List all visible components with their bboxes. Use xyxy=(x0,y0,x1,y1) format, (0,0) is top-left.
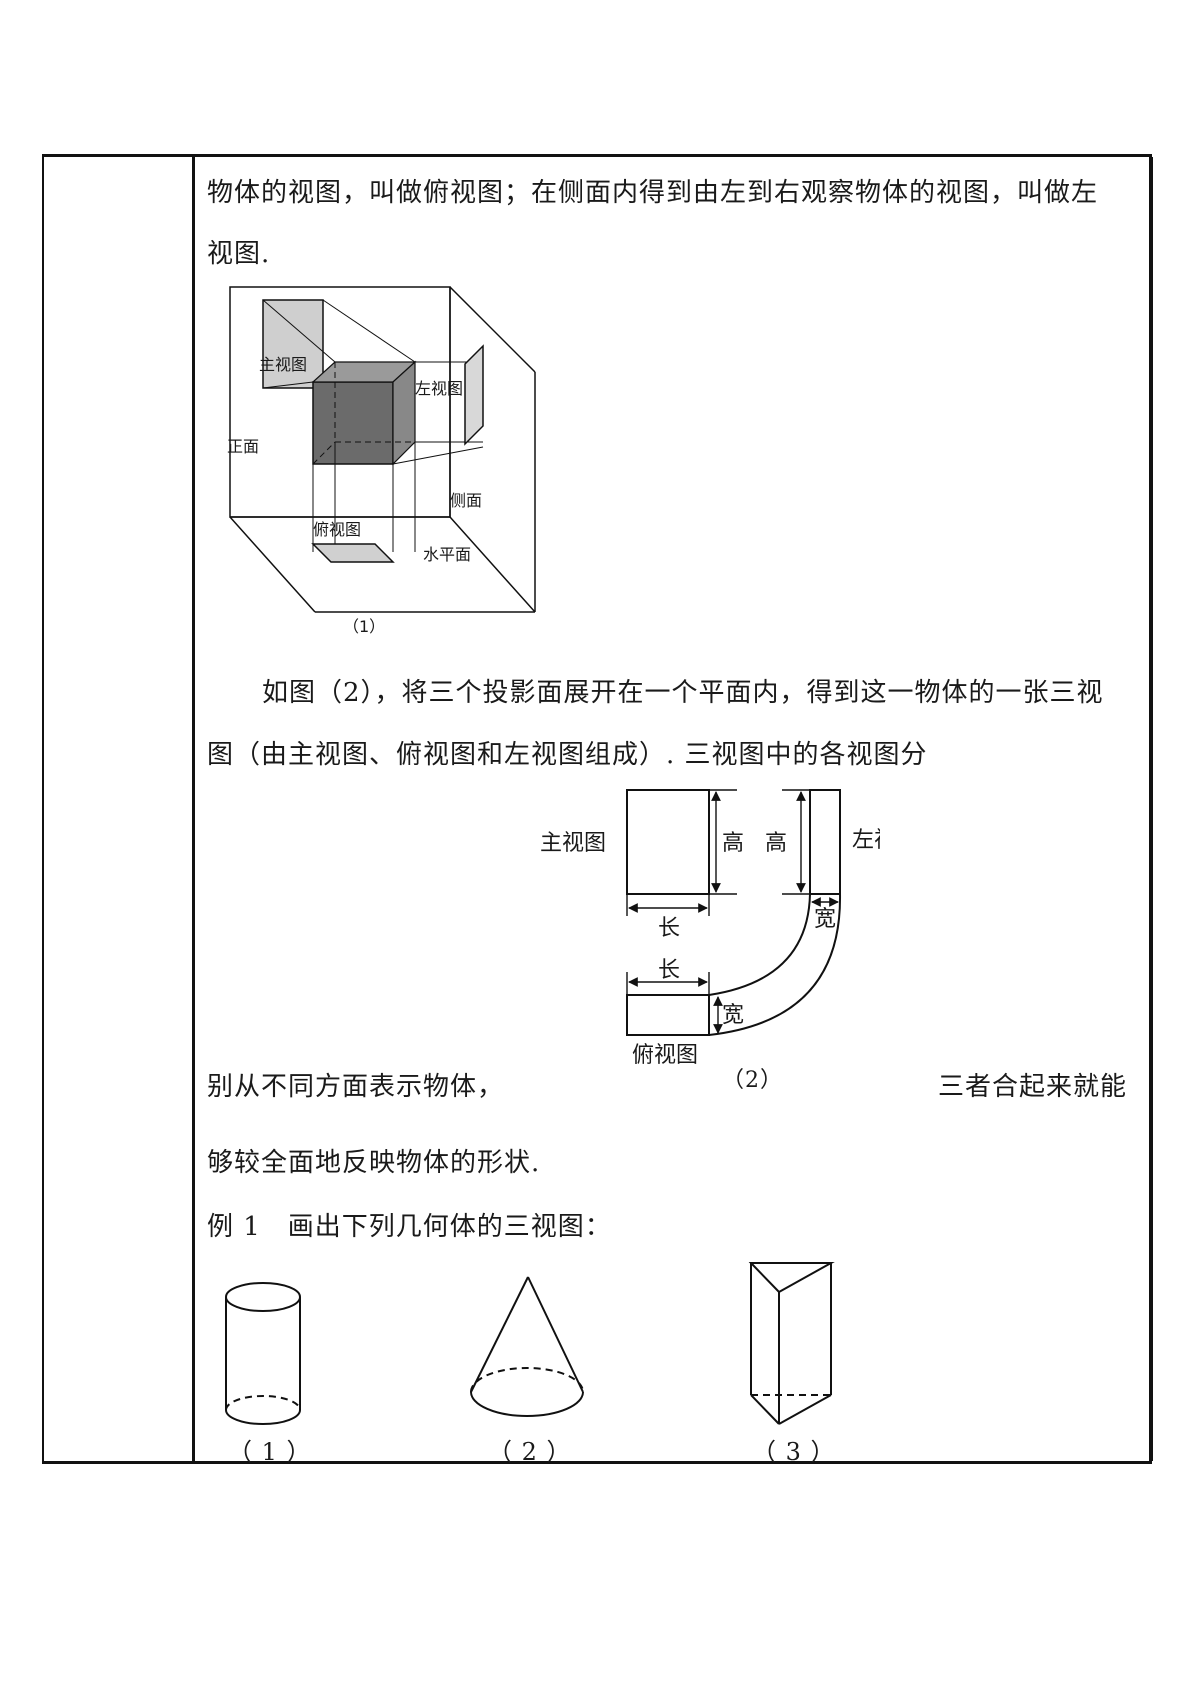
fig2-height-left-label: 高 xyxy=(765,831,787,856)
cylinder-figure xyxy=(225,1282,301,1425)
triangular-prism-figure xyxy=(748,1262,835,1425)
fig2-height-front-label: 高 xyxy=(722,831,744,856)
fig1-horizontal-plane-label: 水平面 xyxy=(423,545,471,564)
fig2-left-view-label: 左视图 xyxy=(852,828,880,853)
solid-caption-3: （ 3 ） xyxy=(752,1438,836,1466)
table-frame xyxy=(42,154,1153,1464)
example-title: 例 1 画出下列几何体的三视图： xyxy=(207,1212,612,1242)
cone-figure xyxy=(470,1276,584,1417)
fig1-left-view-label: 左视图 xyxy=(415,379,463,398)
fig1-side-plane-label: 侧面 xyxy=(450,491,482,510)
fig2-length-top-label: 长 xyxy=(658,958,680,983)
solid-caption-1: （ 1 ） xyxy=(228,1438,312,1466)
para1-line2: 视图. xyxy=(207,239,271,269)
fig1-caption: （1） xyxy=(343,617,385,636)
fig2-width-left-label: 宽 xyxy=(814,907,836,932)
para3-left: 别从不同方面表示物体， xyxy=(207,1072,505,1102)
solid-caption-2: （ 2 ） xyxy=(488,1438,572,1466)
fig2-caption: （2） xyxy=(722,1068,783,1093)
fig1-front-view-label: 主视图 xyxy=(259,355,307,374)
para2-line2: 图（由主视图、俯视图和左视图组成）. 三视图中的各视图分 xyxy=(207,740,928,770)
fig1-top-view-label: 俯视图 xyxy=(313,520,361,539)
fig2-front-view-label: 主视图 xyxy=(540,831,606,856)
figure-three-views: 主视图 左视图 高 高 长 宽 长 宽 俯视图 xyxy=(540,789,880,1068)
fig2-length-front-label: 长 xyxy=(658,916,680,941)
fig1-front-plane-label: 正面 xyxy=(227,437,259,456)
column-divider xyxy=(192,157,195,1461)
fig2-width-top-label: 宽 xyxy=(722,1003,744,1028)
right-border xyxy=(1149,157,1153,1461)
para3-right: 三者合起来就能 xyxy=(938,1072,1128,1102)
para3-line2: 够较全面地反映物体的形状. xyxy=(207,1148,541,1178)
para1-line1: 物体的视图，叫做俯视图；在侧面内得到由左到右观察物体的视图，叫做左 xyxy=(207,178,1099,208)
para2-line1: 如图（2），将三个投影面展开在一个平面内，得到这一物体的一张三视 xyxy=(262,678,1104,708)
fig2-top-view-label: 俯视图 xyxy=(632,1043,698,1068)
figure-projection-box: 主视图 左视图 正面 侧面 俯视图 水平面 （1） xyxy=(227,286,536,636)
